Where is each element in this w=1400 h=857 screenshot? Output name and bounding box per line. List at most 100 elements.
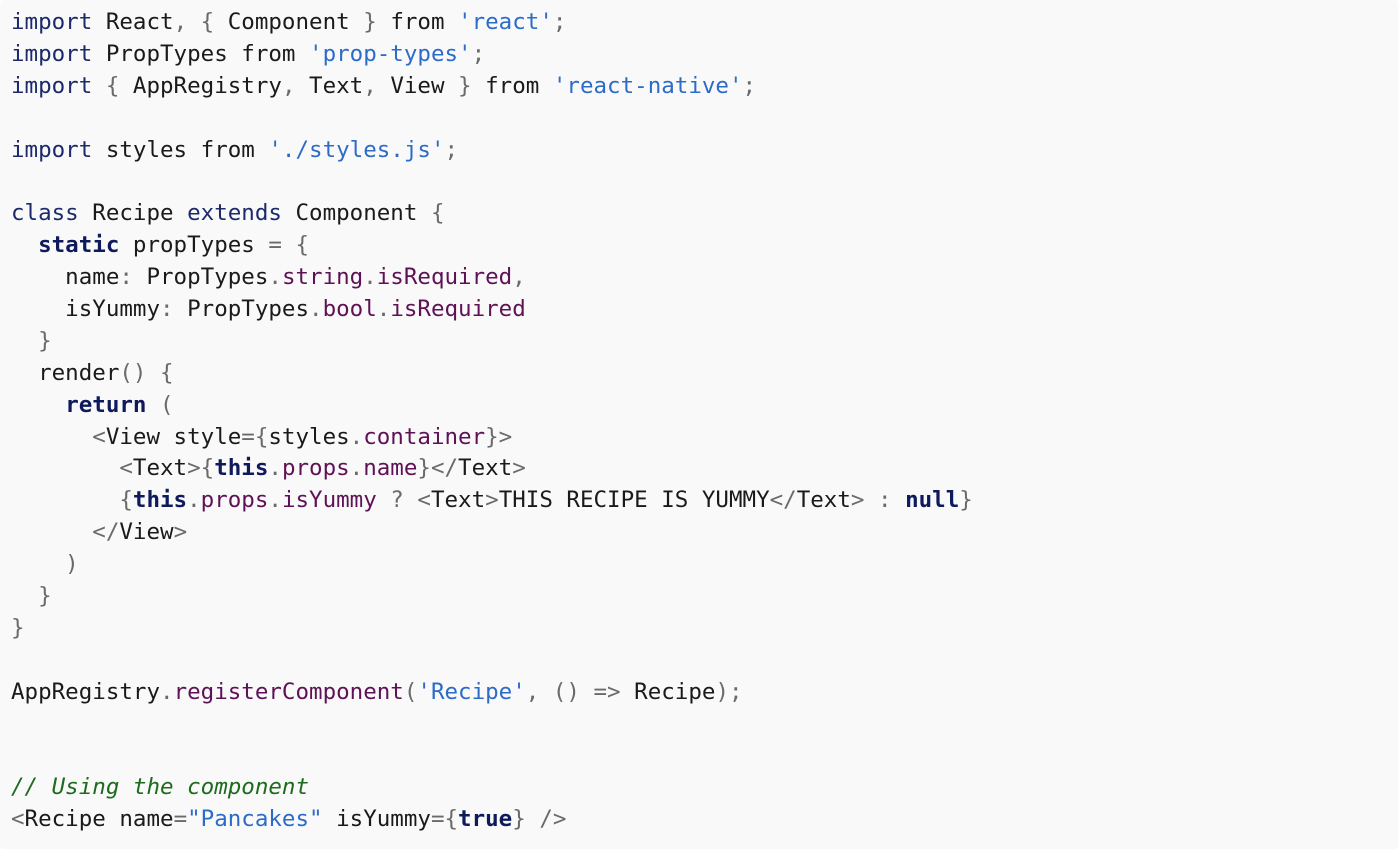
code-token: 'react': [458, 9, 553, 35]
code-line: {this.props.isYummy ? <Text>THIS RECIPE …: [11, 485, 972, 517]
code-token: .: [349, 423, 364, 450]
code-token: () {: [119, 359, 174, 386]
code-token: import: [11, 40, 93, 67]
code-token: container: [363, 423, 486, 450]
code-token: .: [268, 487, 282, 514]
code-token: ;: [471, 40, 486, 67]
code-line: <Recipe name="Pancakes" isYummy={true} /…: [11, 804, 973, 836]
code-token: <: [11, 455, 133, 482]
code-line: }: [11, 581, 973, 613]
code-token: .: [376, 296, 391, 323]
code-token: Text: [309, 72, 364, 99]
code-token: import: [11, 72, 93, 99]
code-token: 'Recipe': [417, 678, 526, 705]
code-token: isYummy: [11, 296, 161, 323]
code-line: import React, { Component } from 'react'…: [11, 7, 973, 39]
code-token: ={: [430, 806, 459, 833]
code-token: ;: [742, 72, 757, 99]
code-token: :: [160, 296, 188, 323]
code-token: }</: [417, 455, 459, 482]
code-token: './styles.js': [268, 136, 445, 163]
code-token: import: [11, 136, 93, 163]
code-line: name: PropTypes.string.isRequired,: [11, 262, 973, 294]
code-token: </: [11, 519, 120, 546]
code-token: Recipe name: [24, 806, 174, 833]
code-line: import styles from './styles.js';: [11, 135, 973, 167]
code-token: return: [65, 391, 147, 418]
code-token: .: [268, 455, 282, 482]
code-token: THIS RECIPE IS YUMMY: [498, 487, 770, 514]
code-token: </: [769, 487, 797, 514]
code-line: import PropTypes from 'prop-types';: [11, 39, 973, 71]
code-token: from: [390, 9, 459, 35]
code-token: string: [281, 264, 364, 291]
code-line: }: [11, 326, 973, 358]
code-token: import: [11, 9, 93, 35]
code-line: [11, 103, 973, 135]
code-token: {: [11, 487, 133, 514]
code-token: from: [485, 72, 553, 99]
code-token: .: [268, 264, 282, 291]
code-token: .: [349, 455, 364, 482]
code-token: React: [92, 9, 174, 35]
code-token: (: [146, 391, 174, 418]
code-token: >: [512, 455, 526, 482]
code-token: Text: [796, 487, 851, 514]
code-token: ;: [552, 9, 567, 35]
code-token: [11, 232, 38, 258]
code-token: static: [38, 232, 120, 259]
code-line: // Using the component: [11, 772, 973, 804]
code-token: Recipe: [78, 200, 188, 227]
code-token: 'prop-types': [309, 40, 472, 67]
code-token: extends: [187, 200, 282, 227]
code-token: , () =>: [525, 678, 635, 705]
code-line: return (: [11, 390, 973, 422]
code-token: registerComponent: [173, 678, 404, 705]
code-token: styles from: [92, 136, 269, 163]
code-token: null: [905, 487, 960, 514]
code-line: <View style={styles.container}>: [11, 422, 973, 454]
code-token: Recipe: [634, 678, 716, 705]
code-token: ={: [241, 423, 269, 450]
code-line: [11, 645, 973, 677]
code-token: ? <: [376, 487, 431, 514]
code-token: <: [11, 423, 106, 450]
code-line: class Recipe extends Component {: [11, 198, 973, 230]
code-token: PropTypes: [146, 264, 269, 291]
code-token: .: [309, 296, 323, 323]
code-token: > :: [850, 487, 906, 514]
code-token: :: [119, 264, 147, 291]
code-token: props: [281, 455, 350, 482]
code-line: ): [11, 549, 973, 581]
code-line: <Text>{this.props.name}</Text>: [11, 453, 973, 485]
code-token: <: [11, 806, 25, 833]
code-token: ,: [363, 72, 391, 99]
code-token: }>: [485, 423, 513, 450]
code-token: ): [11, 551, 79, 578]
code-token: name: [11, 264, 120, 291]
code-token: View: [390, 72, 445, 99]
code-token: propTypes: [119, 232, 269, 259]
code-token: class: [11, 200, 79, 227]
code-token: =: [173, 806, 188, 833]
code-block[interactable]: import React, { Component } from 'react'…: [11, 7, 973, 836]
code-token: Text: [132, 455, 188, 482]
code-token: [11, 392, 65, 418]
code-token: }: [11, 614, 25, 641]
code-token: Component: [227, 9, 350, 35]
code-line: [11, 740, 973, 772]
code-line: [11, 709, 973, 741]
code-token: this: [132, 487, 188, 514]
code-token: } />: [512, 806, 567, 833]
code-token: props: [200, 487, 269, 514]
code-token: name: [363, 455, 418, 482]
code-token: View: [119, 519, 174, 546]
code-token: {: [430, 200, 445, 227]
code-token: }: [349, 9, 391, 35]
code-token: }: [11, 327, 52, 354]
code-token: isYummy: [322, 806, 431, 833]
code-token: AppRegistry: [132, 72, 282, 99]
code-token: isYummy: [281, 487, 377, 514]
code-token: Component: [281, 200, 431, 227]
code-token: .: [187, 487, 201, 514]
